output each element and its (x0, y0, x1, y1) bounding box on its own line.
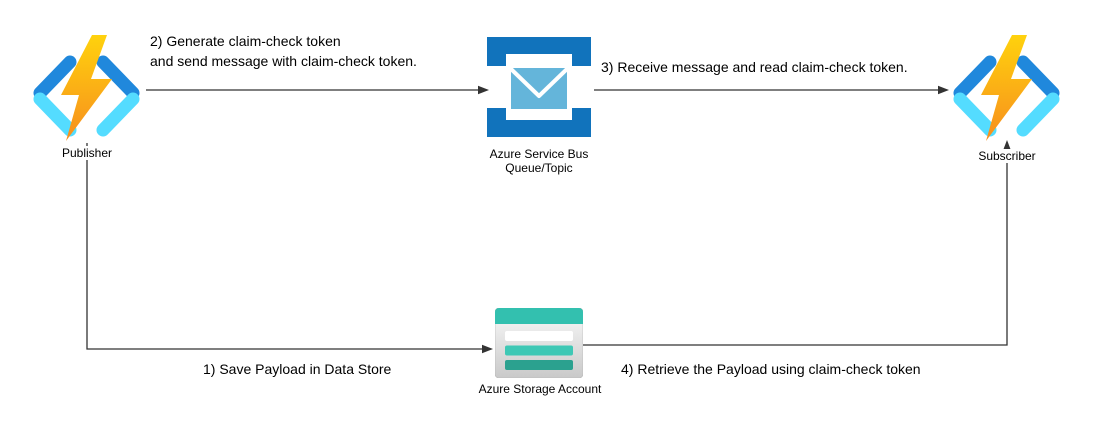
storage-top-band (495, 308, 583, 324)
service-bus-label-line2: Queue/Topic (505, 161, 573, 175)
step1-annotation: 1) Save Payload in Data Store (203, 361, 392, 377)
subscriber-node (950, 33, 1063, 143)
step2-line2: and send message with claim-check token. (150, 53, 417, 69)
azure-storage-account-icon (495, 308, 583, 378)
service-bus-label: Azure Service Bus Queue/Topic (487, 147, 591, 175)
connector-step4 (583, 140, 1012, 346)
right-bracket-icon (96, 55, 140, 137)
service-bus-node (487, 37, 591, 137)
right-bracket-icon (1016, 55, 1060, 137)
publisher-node (30, 33, 143, 143)
storage-bar-dark-teal (505, 360, 573, 370)
connector-step3 (594, 85, 949, 95)
azure-service-bus-icon (487, 37, 591, 137)
subscriber-label: Subscriber (976, 149, 1038, 163)
arrowhead-step1 (482, 344, 493, 354)
azure-functions-icon (33, 35, 140, 141)
storage-account-node (495, 308, 583, 378)
left-bracket-icon (33, 55, 77, 137)
step3-annotation: 3) Receive message and read claim-check … (601, 59, 908, 75)
left-bracket-icon (953, 55, 997, 137)
arrowhead-step4 (1002, 140, 1012, 151)
service-bus-label-line1: Azure Service Bus (489, 147, 589, 161)
storage-account-label: Azure Storage Account (476, 382, 604, 396)
lightning-bolt-icon (981, 35, 1032, 141)
bracket-bottom (487, 108, 591, 137)
publisher-label: Publisher (59, 146, 115, 160)
lightning-bolt-icon (61, 35, 112, 141)
bracket-top (487, 37, 591, 66)
step4-annotation: 4) Retrieve the Payload using claim-chec… (621, 361, 921, 377)
step2-annotation: 2) Generate claim-check token and send m… (150, 31, 417, 71)
envelope-icon (509, 67, 569, 109)
connector-step1 (86, 143, 493, 354)
connector-step2 (146, 85, 489, 95)
storage-bar-teal (505, 345, 573, 356)
step2-line1: 2) Generate claim-check token (150, 33, 341, 49)
arrowhead-step2 (478, 85, 489, 95)
arrowhead-step3 (938, 85, 949, 95)
azure-functions-icon (953, 35, 1060, 141)
storage-bar-white (505, 331, 573, 341)
